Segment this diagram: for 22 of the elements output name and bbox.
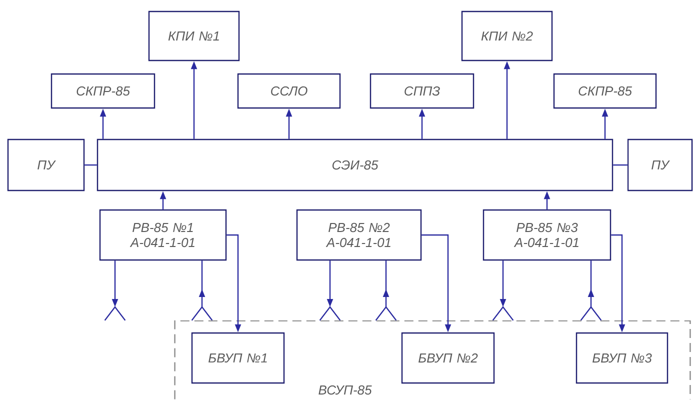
connector-symbol bbox=[492, 306, 514, 321]
block-box: БВУП №1 bbox=[191, 332, 285, 384]
connector-symbol bbox=[580, 306, 602, 321]
block-box: КПИ №1 bbox=[148, 10, 240, 62]
block-box: ССЛО bbox=[237, 73, 341, 109]
block-box: СЭИ-85 bbox=[96, 138, 614, 192]
block-box: СКПР-85 bbox=[553, 73, 657, 109]
block-box: ПУ bbox=[7, 138, 85, 192]
block-box: РВ-85 №3 А-041-1-01 bbox=[482, 209, 612, 261]
block-box: ПУ bbox=[627, 138, 693, 192]
block-box: КПИ №2 bbox=[461, 10, 553, 62]
connector-symbol bbox=[104, 306, 126, 321]
block-box: РВ-85 №2 А-041-1-01 bbox=[296, 209, 422, 261]
block-box: СКПР-85 bbox=[50, 73, 156, 109]
block-box: БВУП №3 bbox=[576, 332, 668, 384]
block-box: РВ-85 №1 А-041-1-01 bbox=[99, 209, 227, 261]
block-box: БВУП №2 bbox=[401, 332, 495, 384]
group-label: ВСУП-85 bbox=[318, 385, 372, 395]
block-box: СППЗ bbox=[370, 73, 474, 109]
connector-symbol bbox=[319, 306, 341, 321]
connector-symbol bbox=[375, 306, 397, 321]
connector-symbol bbox=[191, 306, 213, 321]
